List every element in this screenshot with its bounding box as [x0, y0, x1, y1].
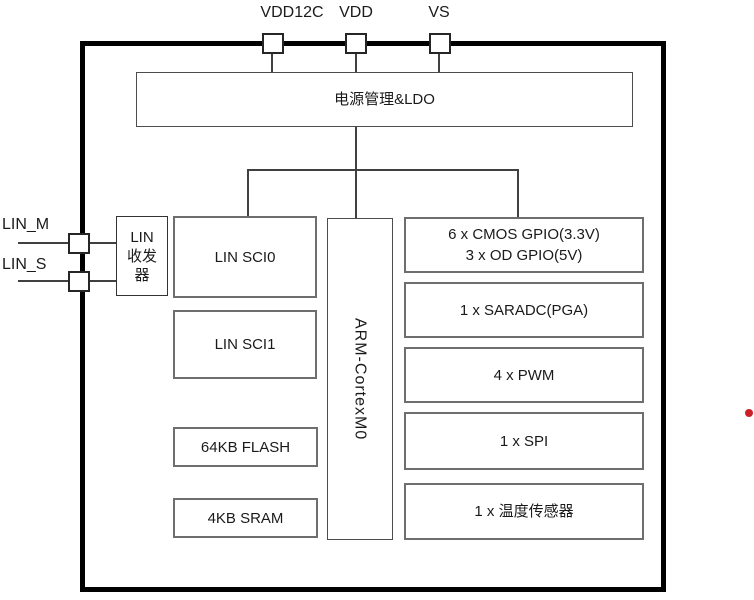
connector-vs-drop	[438, 54, 440, 73]
pin-label-vs: VS	[428, 4, 450, 21]
block-pwm: 4 x PWM	[404, 347, 644, 403]
block-gpio-line2: 3 x OD GPIO(5V)	[465, 247, 583, 264]
block-cpu-label: ARM-CortexM0	[351, 317, 369, 441]
pin-label-lin-s: LIN_S	[2, 256, 47, 273]
connector-vdd-drop	[355, 54, 357, 73]
block-gpio-line1: 6 x CMOS GPIO(3.3V)	[448, 226, 600, 243]
block-lin-transceiver-line1: LIN	[130, 228, 154, 246]
block-temp-sensor: 1 x 温度传感器	[404, 483, 644, 540]
block-temp-sensor-label: 1 x 温度传感器	[474, 503, 574, 520]
block-lin-sci0-label: LIN SCI0	[214, 248, 276, 266]
connector-lin-m	[18, 242, 116, 244]
block-spi: 1 x SPI	[404, 412, 644, 470]
block-gpio: 6 x CMOS GPIO(3.3V) 3 x OD GPIO(5V)	[404, 217, 644, 273]
pin-pad-vdd12c	[262, 33, 284, 54]
block-lin-sci1-label: LIN SCI1	[214, 336, 276, 353]
block-saradc-label: 1 x SARADC(PGA)	[459, 301, 589, 319]
block-sram: 4KB SRAM	[173, 498, 318, 538]
block-flash: 64KB FLASH	[173, 427, 318, 467]
block-spi-label: 1 x SPI	[499, 432, 549, 450]
pin-pad-vdd	[345, 33, 367, 54]
connector-lin-s	[18, 280, 116, 282]
block-lin-transceiver-line2: 收发	[126, 247, 157, 265]
block-lin-sci0: LIN SCI0	[173, 216, 317, 298]
connector-power-center	[355, 127, 357, 218]
pin-label-lin-m: LIN_M	[2, 216, 50, 233]
pin-label-vdd: VDD	[339, 4, 373, 21]
block-power-mgmt-label: 电源管理&LDO	[334, 91, 435, 108]
pin-label-vdd12c: VDD12C	[260, 4, 324, 21]
chip-boundary	[80, 41, 666, 592]
block-saradc: 1 x SARADC(PGA)	[404, 282, 644, 338]
pin-pad-lin-m	[68, 233, 90, 254]
pin-pad-lin-s	[68, 271, 90, 292]
connector-bus-right-drop	[517, 169, 519, 217]
pin-pad-vs	[429, 33, 451, 54]
connector-power-bus	[247, 169, 519, 171]
block-lin-transceiver: LIN 收发 器	[116, 216, 168, 296]
block-lin-sci1: LIN SCI1	[173, 310, 317, 379]
block-cpu: ARM-CortexM0	[327, 218, 393, 540]
block-flash-label: 64KB FLASH	[200, 438, 291, 456]
block-pwm-label: 4 x PWM	[493, 366, 555, 384]
block-power-mgmt: 电源管理&LDO	[136, 72, 633, 127]
connector-bus-left-drop	[247, 169, 249, 216]
red-dot	[745, 409, 753, 417]
block-sram-label: 4KB SRAM	[207, 509, 284, 527]
block-lin-transceiver-line3: 器	[134, 266, 150, 284]
connector-vdd12c-drop	[271, 54, 273, 73]
